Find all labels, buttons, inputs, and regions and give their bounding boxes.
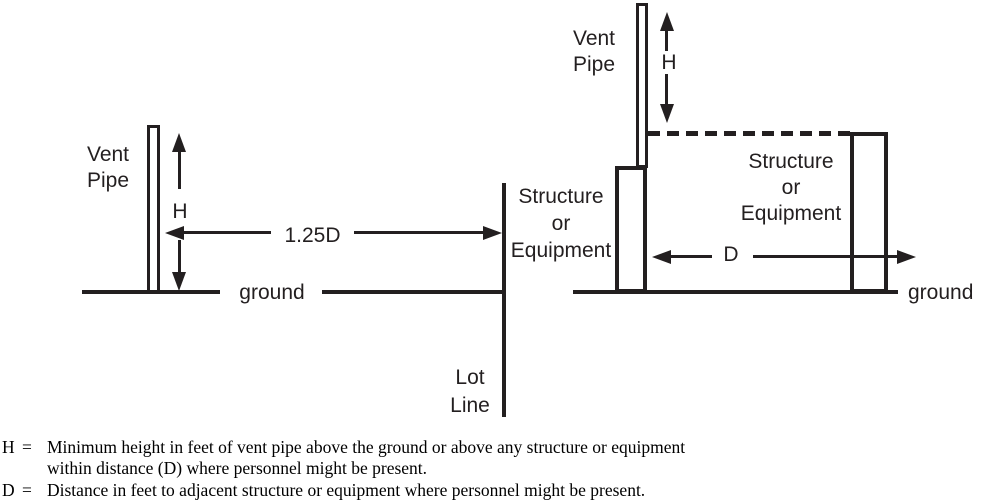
roof-dashed-line [648,131,850,136]
left-h-arrow-down-shaft [178,240,181,274]
right-structure-right-wall [850,132,888,293]
left-h-label: H [172,200,188,223]
left-h-arrow-down-head [172,272,186,291]
left-vent-pipe-label: Vent Pipe [86,143,130,192]
legend-d-row: D = Distance in feet to adjacent structu… [0,480,740,500]
legend-d-definition: Distance in feet to adjacent structure o… [47,480,646,500]
legend-h-definition: Minimum height in feet of vent pipe abov… [47,437,686,478]
left-vent-pipe [147,125,160,293]
right-ground-line [573,290,898,294]
right-d-arrow-shaft-b [753,255,898,258]
left-distance-arrow-shaft-a [182,231,271,234]
right-h-arrow-shaft-a [665,29,668,51]
lot-line-label: Lot Line [450,366,490,417]
right-d-label: D [723,243,739,266]
left-h-arrow-up-head [172,133,186,152]
right-h-arrow-shaft-b [665,74,668,107]
left-distance-arrow-right-head [483,226,502,240]
right-h-arrow-top-head [660,12,674,31]
left-distance-label: 1.25D [284,224,341,247]
legend-h-row: H = Minimum height in feet of vent pipe … [0,437,740,481]
legend-d-term: D [2,480,15,500]
right-structure-left-wall [615,166,647,293]
right-structure-label: Structure or Equipment [740,150,842,225]
right-h-label: H [661,51,677,74]
right-vent-pipe [636,3,648,168]
right-h-arrow-bottom-head [660,104,674,123]
right-d-arrow-left-head [652,250,671,264]
right-ground-label: ground [908,281,974,304]
left-ground-line-b [322,290,505,294]
lot-line [502,183,506,417]
right-d-arrow-shaft-a [670,255,712,258]
legend-h-equals: = [22,437,32,457]
right-d-arrow-right-head [897,250,916,264]
left-h-arrow-up-shaft [178,150,181,189]
legend-h-term: H [2,437,15,457]
left-ground-label: ground [239,281,305,304]
left-distance-arrow-shaft-b [354,231,485,234]
left-structure-label: Structure or Equipment [510,185,612,262]
legend-d-equals: = [22,480,32,500]
left-distance-arrow-left-head [165,226,184,240]
right-vent-pipe-label: Vent Pipe [572,27,616,76]
